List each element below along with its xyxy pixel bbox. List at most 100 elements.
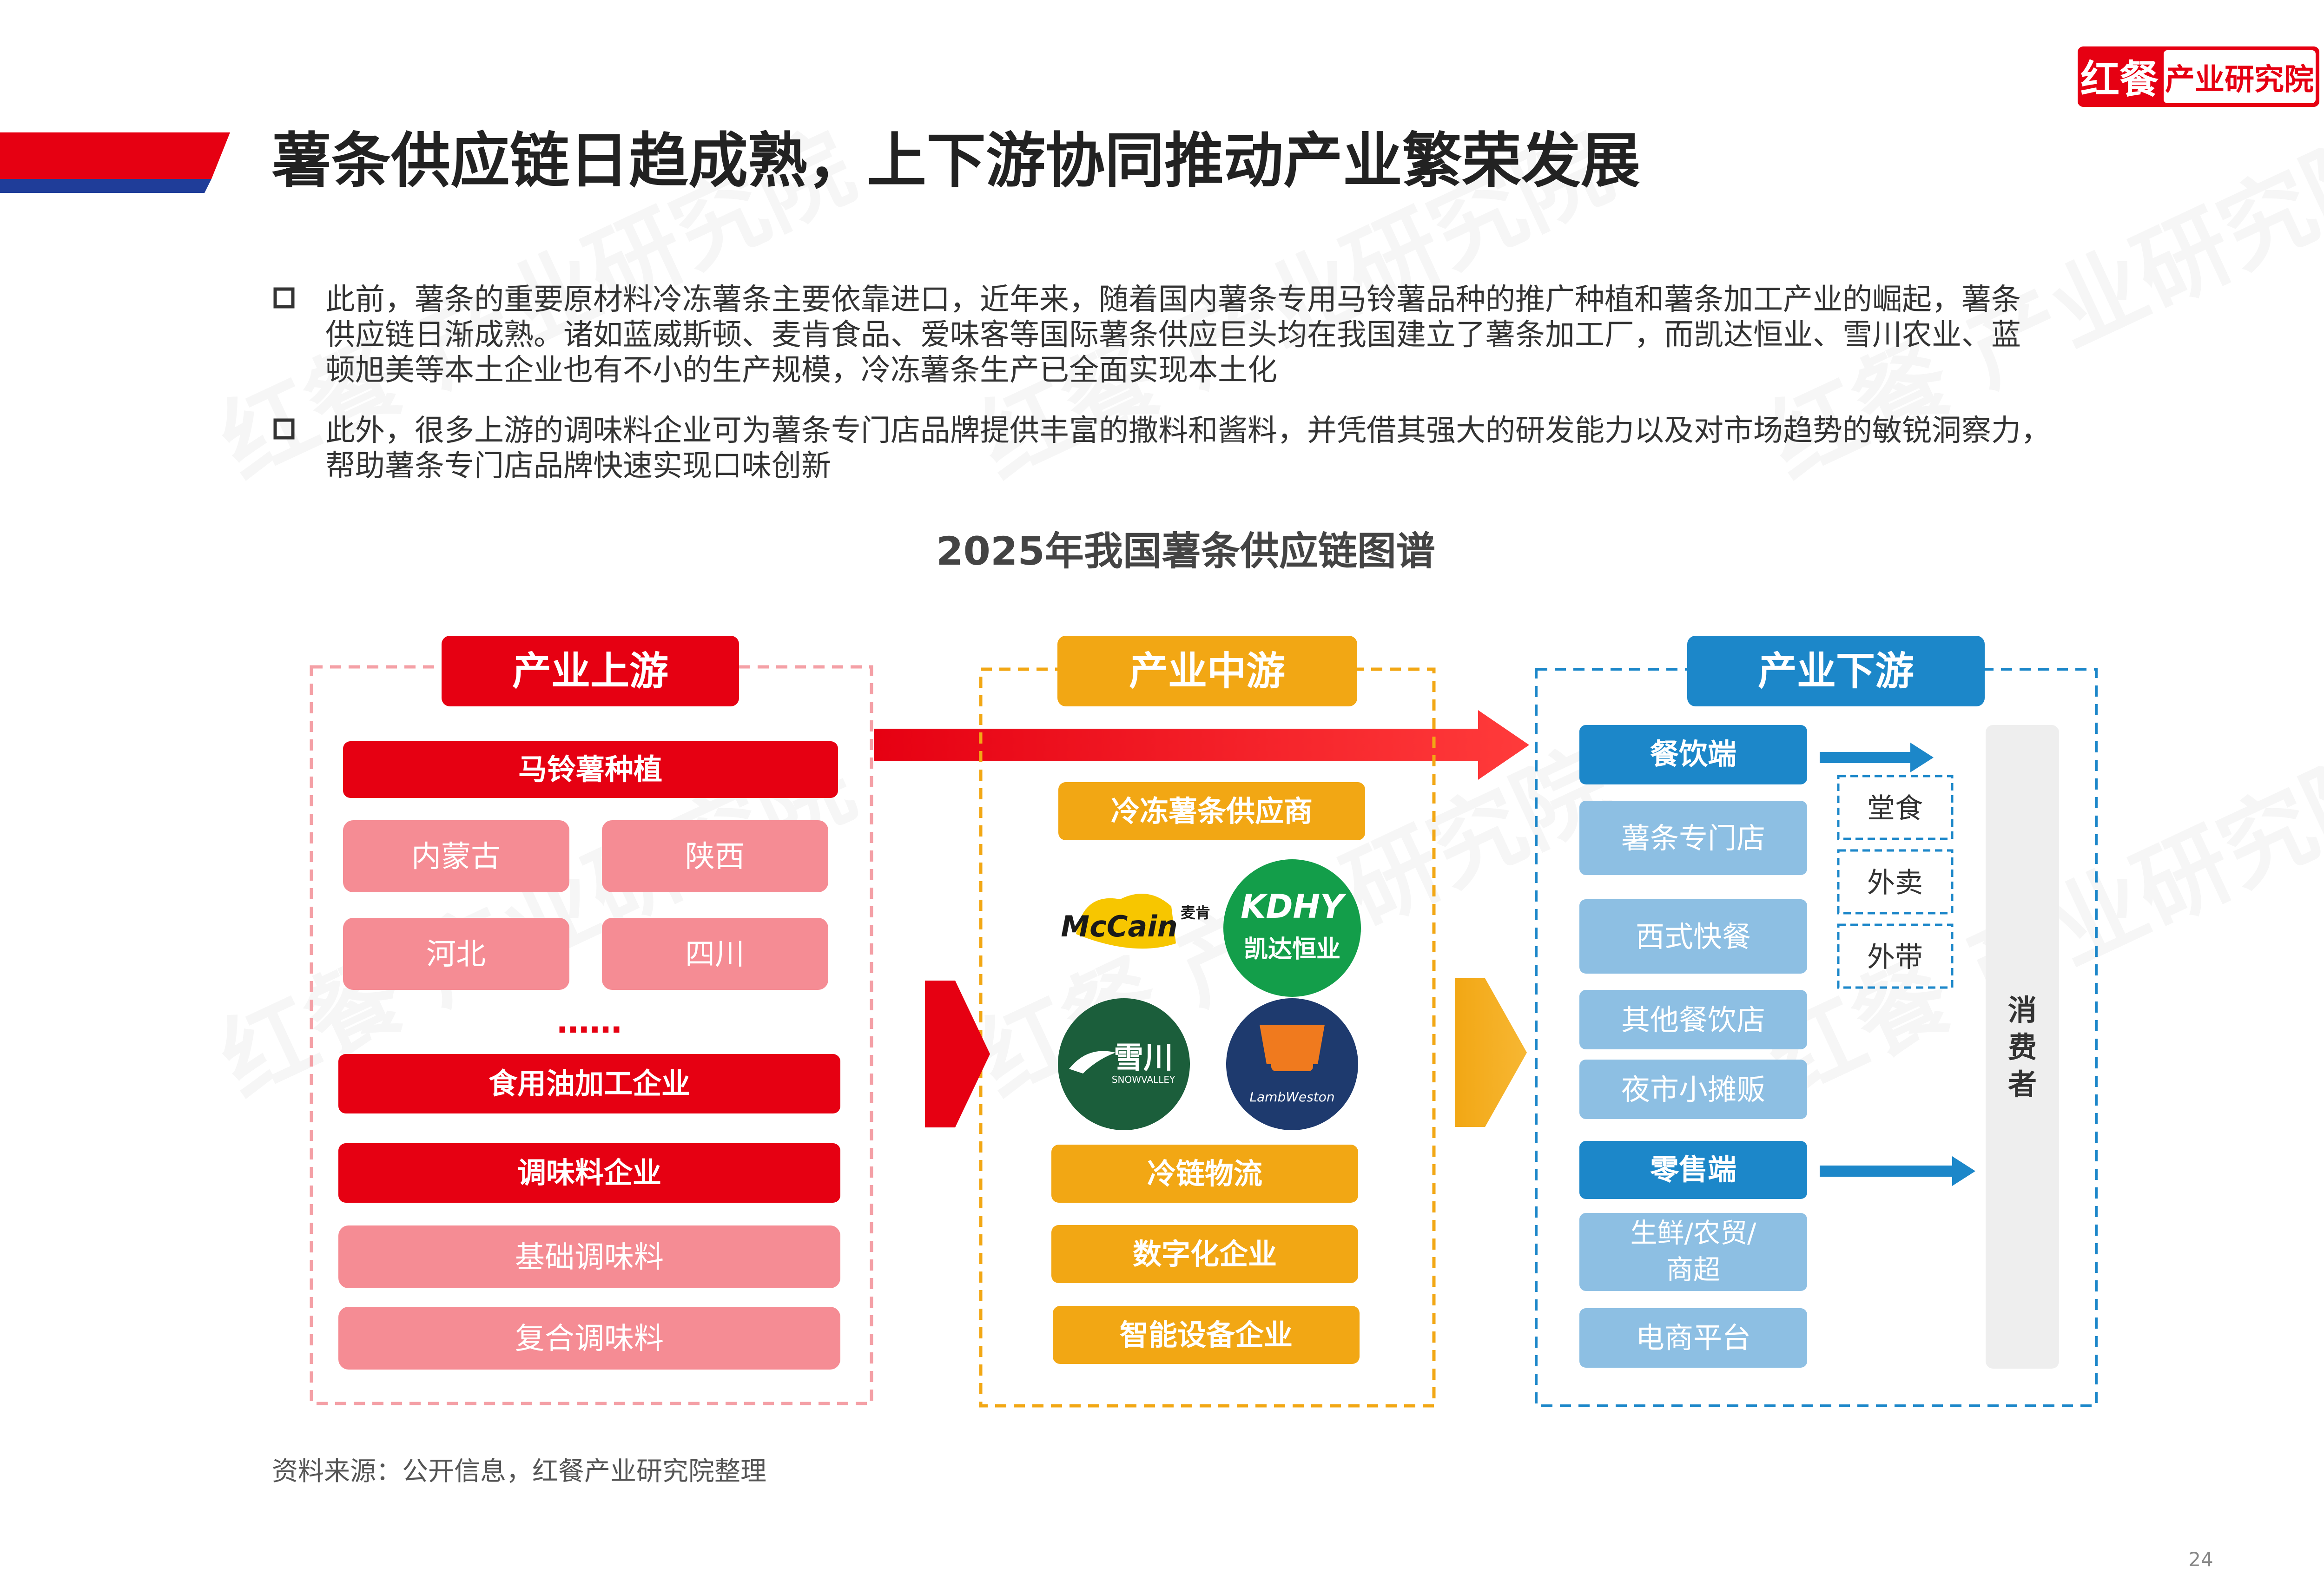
- compound-seasoning-box: [338, 1307, 840, 1370]
- potato-planting-label: 马铃薯种植: [518, 752, 662, 786]
- upstream-to-downstream-arrow: [874, 710, 1529, 780]
- midstream-to-downstream-arrow: [1455, 978, 1527, 1127]
- region-label-shaanxi: 陕西: [685, 840, 745, 874]
- digital-enterprise-label: 数字化企业: [1133, 1237, 1277, 1271]
- consumer-label-2: 费: [2008, 1030, 2037, 1064]
- cold-chain-label: 冷链物流: [1147, 1157, 1262, 1191]
- dine-in-label: 堂食: [1867, 792, 1923, 825]
- basic-seasoning-box: [338, 1225, 840, 1288]
- ecommerce-box: [1579, 1308, 1807, 1368]
- bullet-2-line-2: 帮助薯条专门店品牌快速实现口味创新: [325, 449, 831, 483]
- diagram-title: 2025年我国薯条供应链图谱: [936, 528, 1435, 574]
- snowvalley-circle: [1058, 998, 1190, 1130]
- western-fastfood-label: 西式快餐: [1636, 920, 1751, 954]
- catering-end-box: [1579, 725, 1807, 784]
- fries-cup-icon: [1271, 1039, 1313, 1071]
- header-blue-band: [0, 179, 211, 193]
- kaida-wordmark: KDHY: [1241, 888, 1347, 926]
- fresh-market-box: [1579, 1213, 1807, 1291]
- brand-logo: 红餐 产业研究院: [2078, 46, 2319, 107]
- consumer-label-1: 消: [2008, 993, 2037, 1027]
- smart-equipment-box: [1053, 1306, 1360, 1364]
- night-market-label: 夜市小摊贩: [1621, 1073, 1765, 1107]
- lambweston-wordmark: LambWeston: [1249, 1089, 1334, 1105]
- smart-equipment-label: 智能设备企业: [1120, 1318, 1293, 1352]
- fresh-market-label-line1: 生鲜/农贸/: [1630, 1217, 1756, 1249]
- snowvalley-logo: 雪川 SNOWVALLEY: [1058, 998, 1190, 1130]
- mccain-wordmark: McCain: [1061, 909, 1177, 943]
- consumer-bar: [1986, 725, 2059, 1369]
- fresh-market-label-line2: 商超: [1666, 1254, 1720, 1285]
- frozen-fries-supplier-label: 冷冻薯条供应商: [1111, 794, 1313, 828]
- upstream-header-label: 产业上游: [512, 648, 668, 694]
- retail-arrow: [1820, 1156, 1975, 1186]
- source-note: 资料来源：公开信息，红餐产业研究院整理: [272, 1456, 766, 1487]
- fries-store-box: [1579, 801, 1807, 875]
- ecommerce-label: 电商平台: [1636, 1321, 1751, 1355]
- compound-seasoning-label: 复合调味料: [515, 1322, 664, 1356]
- snowvalley-cn-name: 雪川: [1114, 1041, 1173, 1075]
- potato-planting-box: [343, 741, 838, 798]
- midstream-header-label: 产业中游: [1129, 648, 1285, 694]
- downstream-header-label: 产业下游: [1758, 648, 1914, 694]
- takeaway-label: 外卖: [1867, 867, 1923, 899]
- dine-in-box: [1837, 775, 1954, 840]
- mccain-shape: [1076, 894, 1176, 949]
- logo-text-bg: [2164, 50, 2316, 103]
- bullet-2-line-1: 此外，很多上游的调味料企业可为薯条专门店品牌提供丰富的撒料和酱料，并凭借其强大的…: [325, 414, 2051, 448]
- cold-chain-box: [1051, 1145, 1358, 1203]
- retail-end-box: [1579, 1141, 1807, 1199]
- downstream-header: [1687, 636, 1985, 706]
- other-restaurants-box: [1579, 990, 1807, 1049]
- downstream-section: 产业下游 消 费 者 餐饮端 薯条专门店 西式快餐 其他餐饮店 夜市小摊贩 堂食…: [1535, 636, 2098, 1407]
- retail-end-label: 零售端: [1650, 1153, 1736, 1186]
- digital-enterprise-box: [1051, 1225, 1358, 1283]
- region-box-sichuan: [602, 918, 828, 990]
- seasoning-enterprise-box: [338, 1143, 840, 1203]
- logo-text: 产业研究院: [2165, 63, 2314, 97]
- bullet-1-line-1: 此前，薯条的重要原材料冷冻薯条主要依靠进口，近年来，随着国内薯条专用马铃薯品种的…: [325, 283, 2021, 317]
- midstream-frame: [979, 667, 1436, 1408]
- oil-processing-box: [338, 1054, 840, 1113]
- snowvalley-swoosh: [1069, 1051, 1116, 1074]
- mccain-cn-mark: 麦肯: [1181, 904, 1210, 922]
- frozen-fries-supplier-box: [1058, 782, 1365, 840]
- takeout-box: [1837, 923, 1954, 989]
- seasoning-enterprise-label: 调味料企业: [517, 1156, 661, 1190]
- bullet-square-icon: [273, 418, 295, 440]
- consumer-label-3: 者: [2008, 1067, 2037, 1101]
- page-title: 薯条供应链日趋成熟，上下游协同推动产业繁荣发展: [272, 126, 1640, 196]
- upstream-to-midstream-chevron: [925, 981, 990, 1127]
- bullet-1-line-2: 供应链日渐成熟。诸如蓝威斯顿、麦肯食品、爱味客等国际薯条供应巨头均在我国建立了薯…: [325, 318, 2021, 352]
- kaida-cn-name: 凯达恒业: [1244, 935, 1340, 963]
- upstream-header: [442, 636, 739, 706]
- header-red-band: [0, 132, 230, 179]
- region-label-sichuan: 四川: [685, 937, 745, 972]
- bullet-square-icon: [273, 287, 295, 309]
- kaida-circle: [1223, 859, 1361, 997]
- midstream-header: [1057, 636, 1357, 706]
- night-market-box: [1579, 1060, 1807, 1119]
- region-label-neimenggu: 内蒙古: [411, 840, 501, 874]
- upstream-section: 产业上游 马铃薯种植 内蒙古 陕西 河北 四川 …… 食用油加工企业 调味料企业…: [310, 636, 873, 1405]
- kaida-logo: KDHY 凯达恒业: [1223, 859, 1361, 997]
- basic-seasoning-label: 基础调味料: [515, 1240, 664, 1275]
- region-box-shaanxi: [602, 820, 828, 892]
- snowvalley-en-name: SNOWVALLEY: [1112, 1074, 1175, 1085]
- other-restaurants-label: 其他餐饮店: [1621, 1003, 1765, 1037]
- logo-mark: 红餐: [2080, 57, 2159, 102]
- midstream-section: 产业中游 冷冻薯条供应商 McCain 麦肯 KDHY 凯达恒业 雪川 SNOW…: [979, 636, 1436, 1408]
- regions-ellipsis: ……: [557, 1002, 622, 1041]
- fries-store-label: 薯条专门店: [1621, 821, 1765, 855]
- western-fastfood-box: [1579, 899, 1807, 974]
- catering-end-label: 餐饮端: [1650, 737, 1736, 771]
- lambweston-logo: LambWeston: [1226, 998, 1358, 1130]
- page-number: 24: [2188, 1548, 2213, 1571]
- takeaway-box: [1837, 849, 1954, 915]
- bullet-list: 此前，薯条的重要原材料冷冻薯条主要依靠进口，近年来，随着国内薯条专用马铃薯品种的…: [273, 283, 2051, 483]
- bullet-1-line-3: 顿旭美等本土企业也有不小的生产规模，冷冻薯条生产已全面实现本土化: [325, 353, 1277, 388]
- region-label-hebei: 河北: [426, 937, 486, 972]
- takeout-label: 外带: [1867, 941, 1923, 974]
- catering-arrow: [1820, 743, 1934, 772]
- mccain-logo: McCain 麦肯: [1061, 894, 1210, 949]
